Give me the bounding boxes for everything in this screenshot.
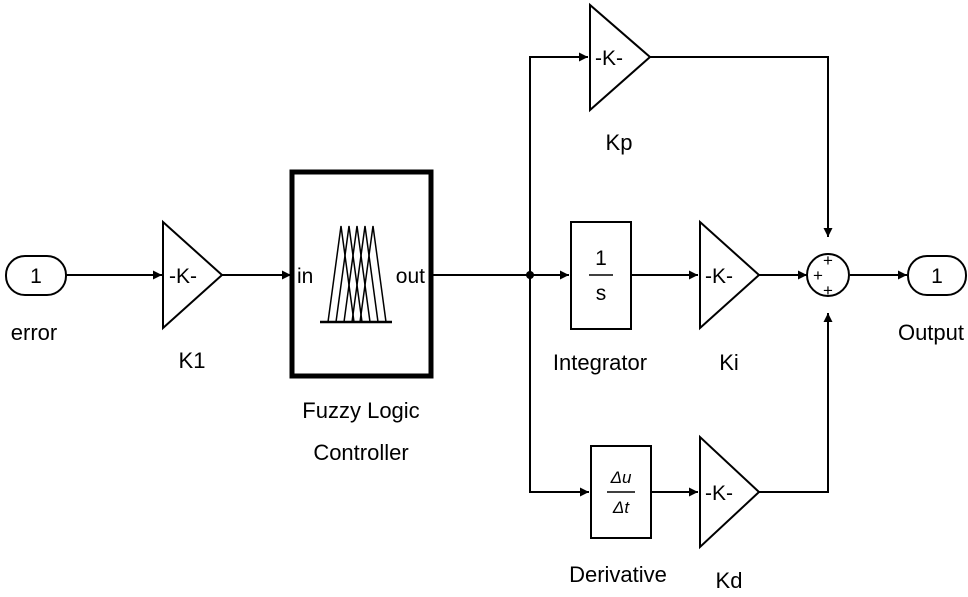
flc-out-port: out — [396, 265, 425, 288]
sum-sign-bottom: + — [823, 281, 833, 300]
gain-label: Kd — [716, 568, 743, 593]
branch-point — [526, 271, 534, 279]
flc-label-line2: Controller — [313, 440, 408, 465]
gain-ki[interactable]: -K- Ki — [699, 219, 761, 375]
gain-value: -K- — [595, 47, 623, 70]
derivative-denominator: Δt — [612, 498, 630, 517]
outport-label: Output — [898, 320, 964, 345]
derivative-numerator: Δu — [610, 468, 632, 487]
gain-value: -K- — [705, 482, 733, 505]
gain-label: K1 — [179, 348, 206, 373]
line-kp-to-sum — [650, 56, 833, 237]
sum-circle — [806, 253, 850, 297]
sum-block[interactable]: + + + — [806, 251, 850, 300]
gain-kp[interactable]: -K- Kp — [589, 2, 652, 155]
membership-functions-icon — [320, 225, 392, 324]
outport-output[interactable]: 1 Output — [898, 255, 967, 345]
gain-triangle — [699, 219, 761, 331]
gain-value: -K- — [169, 265, 197, 288]
derivative-block[interactable]: Δu Δt Derivative — [569, 445, 667, 587]
gain-triangle — [162, 219, 224, 331]
inport-shape — [5, 255, 67, 296]
inport-error[interactable]: 1 error — [5, 255, 67, 345]
fuzzy-logic-controller[interactable]: in out Fuzzy Logic Controller — [289, 169, 434, 465]
sum-sign-top: + — [823, 251, 833, 270]
gain-k1[interactable]: -K- K1 — [162, 219, 224, 373]
line-branch-to-kp — [529, 52, 588, 275]
line-branch-to-derivative — [529, 275, 589, 497]
flc-in-port: in — [297, 265, 313, 288]
derivative-label: Derivative — [569, 562, 667, 587]
gain-label: Kp — [606, 130, 633, 155]
flc-block — [289, 169, 434, 379]
gain-triangle — [589, 2, 652, 113]
inport-label: error — [11, 320, 57, 345]
flc-label-line1: Fuzzy Logic — [302, 398, 419, 423]
gain-triangle — [699, 434, 761, 550]
gain-kd[interactable]: -K- Kd — [699, 434, 761, 593]
outport-number: 1 — [931, 265, 943, 288]
line-kd-to-sum — [759, 313, 833, 493]
integrator-label: Integrator — [553, 350, 647, 375]
outport-shape — [907, 255, 967, 296]
integrator-block[interactable]: 1 s Integrator — [553, 221, 647, 375]
integrator-denominator: s — [596, 282, 607, 305]
inport-number: 1 — [30, 265, 42, 288]
sum-sign-left: + — [813, 266, 823, 285]
gain-label: Ki — [719, 350, 739, 375]
integrator-numerator: 1 — [595, 247, 607, 270]
signal-lines — [66, 52, 907, 497]
gain-value: -K- — [705, 265, 733, 288]
